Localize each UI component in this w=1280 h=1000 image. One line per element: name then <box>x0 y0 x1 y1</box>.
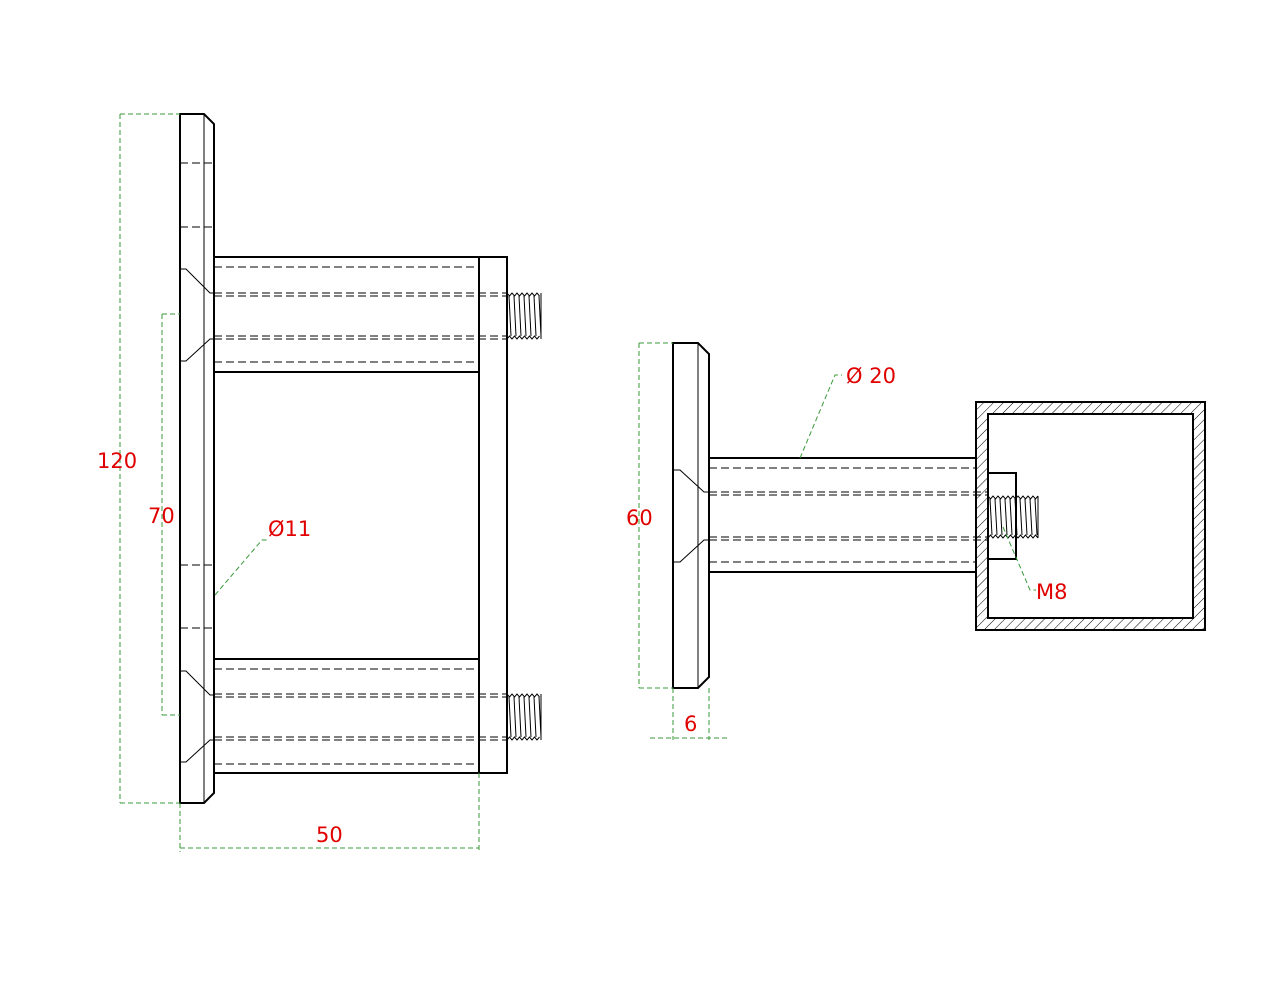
dimension-60: 60 <box>626 342 673 689</box>
dim-70-label: 70 <box>148 504 175 528</box>
dim-60-label: 60 <box>626 506 653 530</box>
square-tube-section <box>976 402 1205 630</box>
base-plate <box>179 113 215 804</box>
left-view-bracket <box>179 113 542 804</box>
thread-lower <box>506 693 542 741</box>
dim-120-label: 120 <box>97 449 137 473</box>
round-plate <box>672 342 710 689</box>
dimension-120: 120 <box>97 113 180 804</box>
dimension-70: 70 <box>148 313 180 716</box>
upper-standoff <box>213 256 480 373</box>
standoff-hidden-lines <box>214 266 507 765</box>
lower-standoff <box>213 658 480 774</box>
dim-m8-label: M8 <box>1036 580 1067 604</box>
nut <box>987 472 1017 560</box>
plate-hidden-lines <box>180 162 214 629</box>
dim-6-label: 6 <box>684 712 697 736</box>
dimension-hole-diameter: Ø11 <box>214 517 311 596</box>
thread-m8 <box>987 495 1039 539</box>
dim-50-label: 50 <box>316 823 343 847</box>
dim-20-label: Ø 20 <box>846 364 896 388</box>
round-tube <box>708 457 977 573</box>
end-plate <box>478 256 508 774</box>
dimension-thread: M8 <box>1002 526 1067 604</box>
dimension-50: 50 <box>179 773 480 852</box>
right-view-assembly <box>672 342 1206 689</box>
thread-upper <box>506 292 542 340</box>
dim-11-label: Ø11 <box>268 517 311 541</box>
dimension-6: 6 <box>650 688 730 740</box>
countersinks <box>180 268 214 763</box>
dimension-tube-diameter: Ø 20 <box>799 364 896 459</box>
